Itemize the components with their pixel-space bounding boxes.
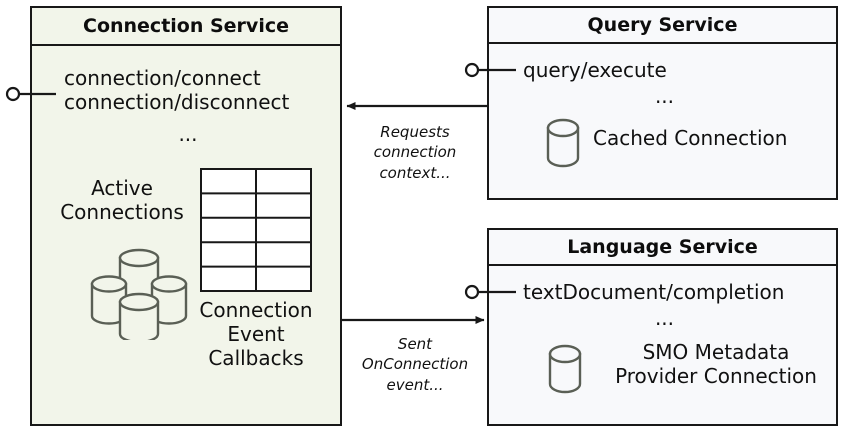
table-grid-icon (200, 168, 312, 292)
requests-label-line-1: Requests (380, 123, 450, 141)
database-icon (546, 118, 580, 168)
arrow-label-requests-connection-context: Requests connection context... (345, 122, 485, 183)
connection-service-api-list: connection/connect connection/disconnect (64, 66, 289, 115)
active-connections-line-1: Active (91, 176, 153, 200)
sent-label-line-1: Sent (397, 335, 433, 353)
requests-label-line-2: connection (373, 143, 457, 162)
language-service-body: textDocument/completion ... SMO Metadata… (489, 266, 836, 424)
connection-service-body: connection/connect connection/disconnect… (32, 46, 340, 424)
database-cluster-icon (90, 248, 188, 340)
query-service-title: Query Service (489, 8, 836, 44)
connection-event-callbacks-label: Connection Event Callbacks (174, 298, 338, 370)
component-query-service[interactable]: Query Service query/execute ... Cached C… (487, 6, 838, 200)
callbacks-line-2: Event (227, 322, 285, 346)
callbacks-line-1: Connection (199, 298, 313, 322)
component-connection-service[interactable]: Connection Service connection/connect co… (30, 6, 342, 426)
callbacks-line-3: Callbacks (208, 346, 304, 370)
active-connections-line-2: Connections (60, 200, 184, 224)
cached-connection-label: Cached Connection (593, 126, 788, 150)
api-connection-disconnect: connection/disconnect (64, 90, 290, 115)
api-connection-connect: connection/connect (64, 66, 261, 90)
query-service-api-list: query/execute (523, 58, 667, 82)
active-connections-label: Active Connections (42, 176, 202, 224)
arrow-label-sent-onconnection-event: Sent OnConnection event... (345, 334, 485, 395)
component-language-service[interactable]: Language Service textDocument/completion… (487, 228, 838, 426)
smo-label-line-2: Provider Connection (615, 364, 817, 388)
query-service-body: query/execute ... Cached Connection (489, 44, 836, 198)
requests-label-line-3: context... (379, 163, 451, 182)
sent-label-line-2: OnConnection (361, 355, 469, 374)
language-service-title: Language Service (489, 230, 836, 266)
smo-metadata-provider-connection-label: SMO Metadata Provider Connection (593, 340, 839, 388)
query-service-ellipsis: ... (654, 84, 675, 108)
language-service-ellipsis: ... (654, 306, 675, 330)
database-icon (548, 344, 582, 394)
smo-label-line-1: SMO Metadata (642, 340, 790, 364)
api-query-execute: query/execute (523, 58, 667, 82)
language-service-api-list: textDocument/completion (523, 280, 784, 304)
connection-service-ellipsis: ... (178, 122, 198, 146)
api-textdocument-completion: textDocument/completion (523, 280, 785, 304)
connection-service-title: Connection Service (32, 8, 340, 46)
sent-label-line-3: event... (386, 375, 444, 394)
